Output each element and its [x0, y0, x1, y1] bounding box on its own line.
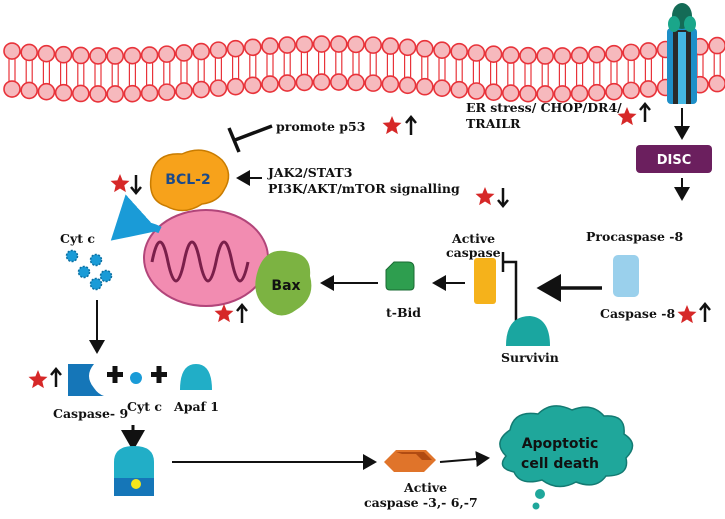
label-apaf1: Apaf 1: [174, 399, 219, 414]
procaspase8-shape: [613, 255, 639, 297]
tbid-shape: [385, 261, 415, 291]
label-active-caspase-2: caspase: [446, 245, 501, 260]
mitochondrion-icon: [143, 209, 269, 307]
apoptotic-label-line1: Apoptotic: [522, 436, 599, 452]
regulation-up-arrow-caspase8: [699, 302, 711, 322]
regulation-star: [382, 116, 402, 135]
regulation-down-arrow-bcl2: [130, 175, 142, 195]
regulation-up-arrow-er-stress: [639, 102, 651, 122]
inhibition-p53-bcl2: [227, 124, 273, 153]
bax-shape: [255, 250, 312, 316]
label-active-caspase-1: Active: [452, 231, 496, 246]
bax-label: Bax: [271, 278, 300, 294]
regulation-star: [677, 305, 697, 324]
active-caspase-367-icon: [384, 450, 436, 472]
survivin-shape: [506, 316, 550, 346]
cytc-small-dot: [130, 372, 142, 384]
disc-box: [636, 145, 712, 173]
regulation-star: [617, 107, 637, 126]
label-cyt-c-bottom: Cyt c: [127, 399, 162, 414]
label-caspase9: Caspase- 9: [53, 406, 129, 421]
bcl2-label: BCL-2: [165, 172, 210, 188]
cytochrome-c-dot: [89, 277, 103, 291]
regulation-up-arrow-bax: [236, 303, 248, 323]
regulation-arrows: [50, 102, 711, 387]
label-active-367-1: Active: [404, 480, 448, 495]
apoptotic-label-line2: cell death: [521, 456, 599, 472]
label-er-stress: ER stress/ CHOP/DR4/: [466, 100, 622, 115]
regulation-stars: [28, 107, 697, 389]
regulation-up-arrow-p53: [405, 115, 417, 135]
regulation-star: [214, 304, 234, 323]
apoptotic-cloud: [499, 405, 634, 488]
regulation-star: [28, 370, 48, 389]
arrow-active367-to-death: [439, 451, 490, 467]
label-active-367-2: caspase -3,- 6,-7: [364, 495, 478, 510]
disc-label: DISC: [657, 153, 692, 168]
label-trailr: TRAILR: [466, 116, 521, 131]
regulation-down-arrow-pathway: [497, 188, 509, 208]
cytochrome-c-dot: [77, 265, 91, 279]
cytochrome-c-dots: [65, 249, 113, 291]
apoptosome-icon: [114, 446, 154, 496]
label-jak2-stat3: JAK2/STAT3: [268, 165, 353, 180]
caspase9-shape: [68, 364, 104, 396]
label-procaspase8: Procaspase -8: [586, 229, 684, 244]
cytochrome-c-dot: [89, 253, 103, 267]
cell-membrane: [3, 35, 725, 103]
pathway-arrows: [89, 108, 690, 470]
label-pi3k-akt: PI3K/AKT/mTOR signalling: [268, 181, 460, 196]
cytochrome-c-dot: [65, 249, 79, 263]
death-receptor-icon: [667, 3, 697, 104]
inhibition-survivin-active-caspase: [501, 252, 518, 340]
regulation-up-arrow-caspase9: [50, 367, 62, 387]
label-promote-p53: promote p53: [276, 119, 366, 134]
plus-signs: [107, 366, 167, 383]
label-caspase8: Caspase -8: [600, 306, 676, 321]
label-survivin: Survivin: [501, 350, 559, 365]
cytochrome-c-dot: [99, 269, 113, 283]
cytc-release-arrow: [110, 194, 162, 241]
bcl2-shape: [149, 149, 230, 212]
label-cyt-c-top: Cyt c: [60, 231, 95, 246]
label-t-bid: t-Bid: [386, 305, 422, 320]
apaf1-shape: [180, 364, 212, 390]
active-caspase-shape: [474, 258, 496, 304]
regulation-star: [475, 187, 495, 206]
regulation-star: [110, 174, 130, 193]
